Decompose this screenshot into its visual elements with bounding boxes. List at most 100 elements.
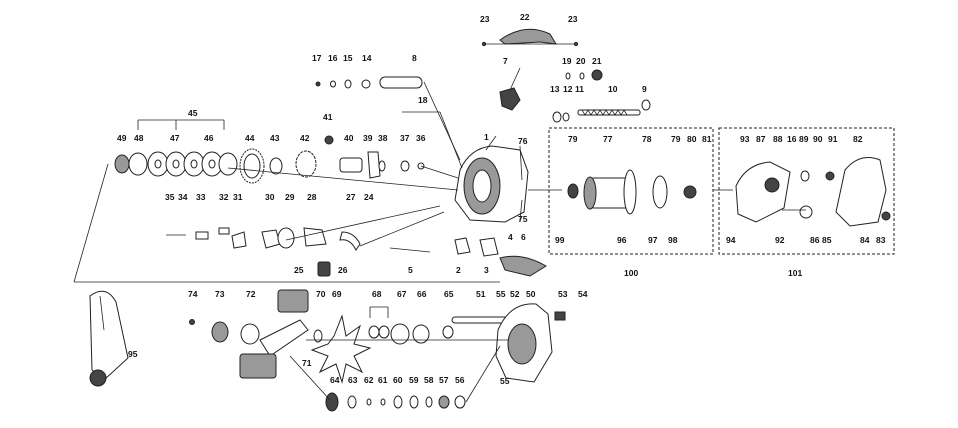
label-50: 50 <box>526 289 536 299</box>
label-84: 84 <box>860 235 870 245</box>
part-15 <box>344 79 352 89</box>
part-57 <box>438 395 450 409</box>
part-61 <box>380 398 386 406</box>
part-20 <box>579 72 585 80</box>
part-65 <box>442 325 454 339</box>
label-13: 13 <box>550 84 560 94</box>
label-52: 52 <box>510 289 520 299</box>
part-1-frame <box>454 145 529 223</box>
label-3: 3 <box>484 265 489 275</box>
label-73: 73 <box>215 289 225 299</box>
label-43: 43 <box>270 133 280 143</box>
part-13-ring <box>552 111 562 123</box>
label-45: 45 <box>188 108 198 118</box>
label-35: 35 <box>165 192 175 202</box>
part-73 <box>211 321 229 343</box>
part-72 <box>240 323 260 345</box>
label-4: 4 <box>508 232 513 242</box>
part-32 <box>218 227 230 235</box>
part-39 <box>367 151 381 179</box>
part-30 <box>261 229 281 249</box>
part-21 <box>591 69 603 81</box>
part-44-main-gear <box>239 148 265 184</box>
label-79-right: 79 <box>671 134 681 144</box>
label-26: 26 <box>338 265 348 275</box>
part-38 <box>378 160 386 172</box>
label-14: 14 <box>362 53 372 63</box>
label-92: 92 <box>775 235 785 245</box>
part-64 <box>325 392 339 412</box>
label-64: 64 <box>330 375 340 385</box>
label-72: 72 <box>246 289 256 299</box>
part-33 <box>195 231 209 240</box>
part-95-handle <box>89 290 129 387</box>
part-70 <box>313 329 323 343</box>
part-59 <box>409 395 419 409</box>
label-93: 93 <box>740 134 750 144</box>
label-22: 22 <box>520 12 530 22</box>
label-68: 68 <box>372 289 382 299</box>
part-6 <box>499 255 547 277</box>
label-77: 77 <box>603 134 613 144</box>
part-24 <box>339 231 361 251</box>
part-68b <box>378 325 390 339</box>
label-90: 90 <box>813 134 823 144</box>
label-91: 91 <box>828 134 838 144</box>
label-67: 67 <box>397 289 407 299</box>
label-9: 9 <box>642 84 647 94</box>
part-2 <box>454 237 471 255</box>
part-40-pinion <box>339 157 363 173</box>
part-67 <box>390 323 410 345</box>
label-89: 89 <box>799 134 809 144</box>
label-28: 28 <box>307 192 317 202</box>
label-79-left: 79 <box>568 134 578 144</box>
label-94: 94 <box>726 235 736 245</box>
label-16-right: 16 <box>787 134 797 144</box>
part-41 <box>324 135 334 145</box>
label-71: 71 <box>302 358 312 368</box>
label-20: 20 <box>576 56 586 66</box>
label-1: 1 <box>484 132 489 142</box>
leader-lines <box>73 67 806 403</box>
part-51-shaft <box>451 316 509 324</box>
label-70: 70 <box>316 289 326 299</box>
part-labels: 23 22 23 17 16 15 14 8 7 19 20 21 9 10 1… <box>117 12 886 386</box>
label-96: 96 <box>617 235 627 245</box>
label-8: 8 <box>412 53 417 63</box>
label-21: 21 <box>592 56 602 66</box>
label-78: 78 <box>642 134 652 144</box>
part-19 <box>565 72 571 80</box>
label-87: 87 <box>756 134 766 144</box>
label-95: 95 <box>128 349 138 359</box>
part-54 <box>554 311 566 321</box>
label-55-top: 55 <box>496 289 506 299</box>
label-98: 98 <box>668 235 678 245</box>
part-3 <box>479 237 499 257</box>
label-25: 25 <box>294 265 304 275</box>
label-63: 63 <box>348 375 358 385</box>
label-29: 29 <box>285 192 295 202</box>
label-16: 16 <box>328 53 338 63</box>
label-101: 101 <box>788 268 802 278</box>
part-37 <box>400 160 410 172</box>
label-97: 97 <box>648 235 658 245</box>
label-19: 19 <box>562 56 572 66</box>
part-42-ratchet <box>295 150 317 178</box>
label-42: 42 <box>300 133 310 143</box>
label-23-right: 23 <box>568 14 578 24</box>
label-47: 47 <box>170 133 180 143</box>
part-63 <box>347 395 357 409</box>
label-6: 6 <box>521 232 526 242</box>
label-61: 61 <box>378 375 388 385</box>
assembly-box-101 <box>718 127 895 255</box>
label-86: 86 <box>810 235 820 245</box>
label-74: 74 <box>188 289 198 299</box>
label-30: 30 <box>265 192 275 202</box>
label-57: 57 <box>439 375 449 385</box>
label-34: 34 <box>178 192 188 202</box>
label-100: 100 <box>624 268 638 278</box>
label-54: 54 <box>578 289 588 299</box>
label-44: 44 <box>245 133 255 143</box>
label-83: 83 <box>876 235 886 245</box>
label-82: 82 <box>853 134 863 144</box>
